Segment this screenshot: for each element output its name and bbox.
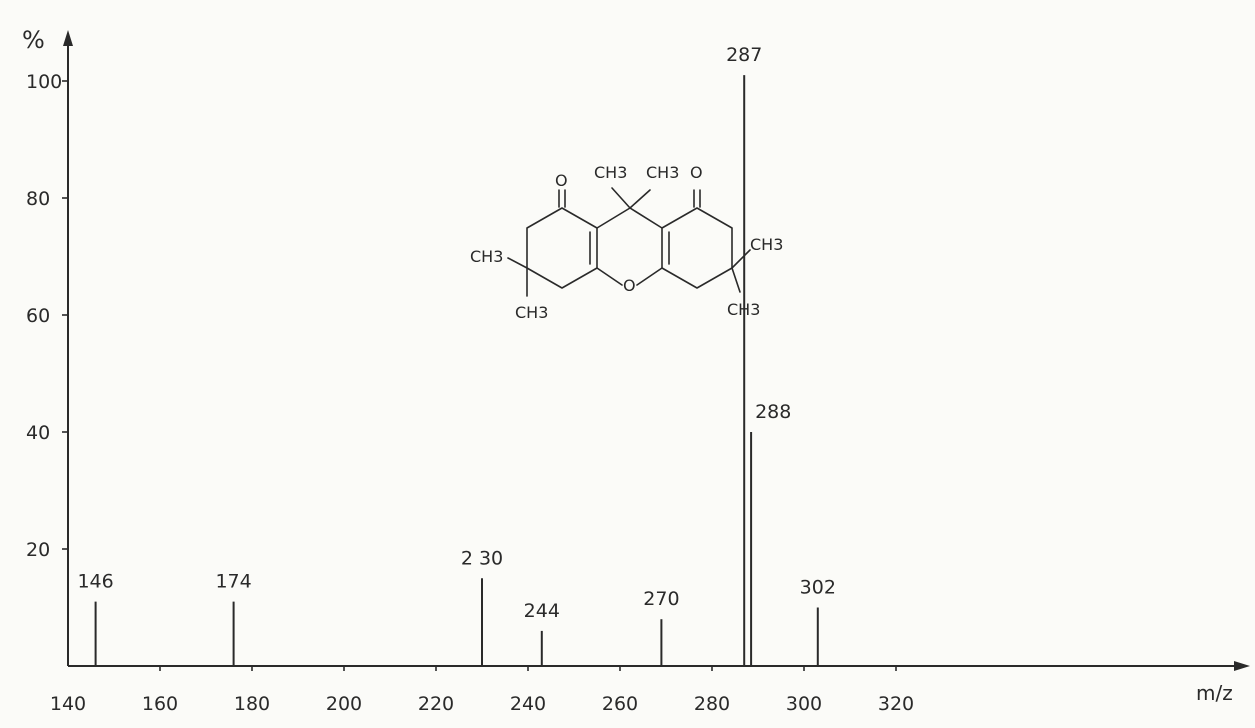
structure-methyl-bond-right-lower (731, 267, 741, 293)
peak-label: 2 30 (461, 547, 503, 569)
peak-label: 302 (800, 577, 836, 599)
structure-methyl-bond-right-upper (731, 249, 751, 269)
x-tick-label: 200 (326, 693, 362, 715)
structure-atom-o-ring: O (623, 276, 636, 295)
peak-label: 146 (77, 571, 113, 593)
structure-ch3-right-lower: CH3 (727, 300, 760, 319)
structure-methyl-bond-top-left (611, 187, 631, 209)
y-axis-arrow (63, 30, 73, 46)
peak-label: 244 (524, 600, 560, 622)
y-tick-label: 20 (26, 539, 50, 561)
structure-ch3-left-upper: CH3 (470, 247, 503, 266)
y-tick-label: 60 (26, 305, 50, 327)
structure-methyl-bond-left-upper (507, 257, 528, 269)
structure-ch3-top-right: CH3 (646, 163, 679, 182)
axes: % m/z (22, 26, 1250, 705)
x-tick-label: 160 (142, 693, 178, 715)
y-tick-label: 40 (26, 422, 50, 444)
x-tick-label: 140 (50, 693, 86, 715)
structure-ch3-left-lower: CH3 (515, 303, 548, 322)
x-tick-label: 280 (694, 693, 730, 715)
x-tick-label: 180 (234, 693, 270, 715)
chemical-structure: O O O CH3 CH3 CH3 CH3 CH3 CH3 (470, 163, 783, 322)
structure-right-ring (661, 207, 733, 289)
x-tick-label: 300 (786, 693, 822, 715)
x-axis-arrow (1234, 661, 1250, 671)
structure-ch3-top-left: CH3 (594, 163, 627, 182)
peak-label: 288 (755, 401, 791, 423)
structure-left-ring (526, 207, 598, 289)
structure-ch3-right-upper: CH3 (750, 235, 783, 254)
peak-label: 270 (643, 588, 679, 610)
structure-atom-o-right: O (690, 163, 703, 182)
x-tick-label: 320 (878, 693, 914, 715)
x-axis-unit-label: m/z (1196, 681, 1233, 705)
x-tick-label: 220 (418, 693, 454, 715)
peak-label: 287 (726, 44, 762, 66)
tick-group: 140 160 180 200 220 240 260 280 300 320 20 40 60 80 10… (26, 71, 914, 715)
structure-methyl-bond-top-right (629, 189, 651, 209)
peak-label: 174 (215, 571, 251, 593)
structure-atom-o-left: O (555, 171, 568, 190)
y-tick-label: 100 (26, 71, 62, 93)
peak-group: 146 174 2 30 244 270 287 288 302 (77, 44, 836, 666)
structure-central-ring (596, 207, 663, 286)
x-tick-label: 260 (602, 693, 638, 715)
y-tick-label: 80 (26, 188, 50, 210)
y-axis-unit-label: % (22, 26, 45, 54)
x-tick-label: 240 (510, 693, 546, 715)
